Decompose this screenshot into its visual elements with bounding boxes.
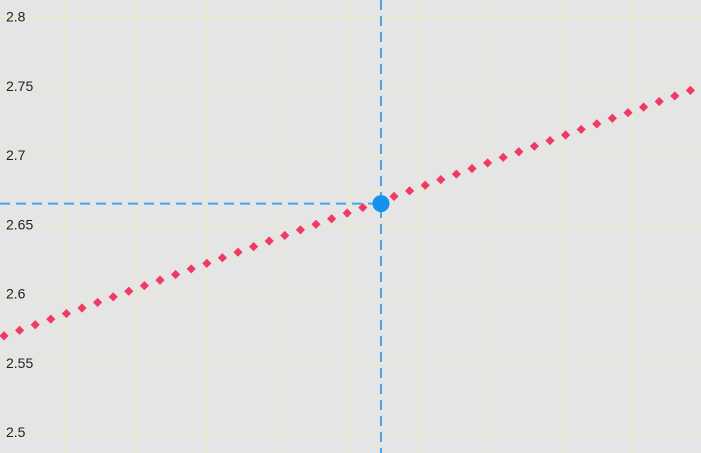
series-dot <box>529 141 539 151</box>
highlight-layer <box>372 195 390 213</box>
series-dot <box>451 169 461 179</box>
series-dot <box>467 163 477 174</box>
series-dot <box>77 303 87 313</box>
series-dot <box>420 180 430 190</box>
y-tick-label: 2.8 <box>6 9 26 25</box>
series-dot <box>46 314 56 324</box>
y-tick-label: 2.5 <box>6 424 26 440</box>
y-tick-label: 2.75 <box>6 78 33 94</box>
series-dot <box>15 325 25 335</box>
y-tick-label: 2.7 <box>6 147 26 163</box>
series-dot <box>545 135 555 146</box>
series-layer <box>0 85 695 341</box>
series-dot <box>576 124 586 135</box>
series-dot <box>592 119 602 129</box>
series-dot <box>389 191 399 201</box>
series-dot <box>295 225 305 235</box>
series-dot <box>264 236 274 246</box>
y-tick-label: 2.55 <box>6 355 33 371</box>
y-axis-tick-labels: 2.5 2.55 2.6 2.65 2.7 2.75 2.8 <box>6 9 33 441</box>
series-dot <box>155 275 165 285</box>
series-dot <box>233 247 243 257</box>
series-dot <box>342 208 352 218</box>
series-dot <box>249 242 259 252</box>
series-dot <box>405 186 415 196</box>
series-dot <box>217 253 227 263</box>
series-dot <box>639 102 649 112</box>
series-dot <box>124 286 134 296</box>
series-dot <box>358 202 368 213</box>
series-dot <box>139 281 149 291</box>
y-tick-label: 2.65 <box>6 216 33 232</box>
series-dot <box>108 292 118 302</box>
series-dot <box>607 113 617 123</box>
series-dot <box>670 91 680 101</box>
series-dot <box>61 308 71 319</box>
series-dot <box>280 230 290 241</box>
series-dot <box>202 258 212 268</box>
series-dot <box>186 264 196 274</box>
series-dot <box>93 297 103 308</box>
series-dot <box>685 85 695 95</box>
series-dot <box>436 175 446 185</box>
series-dot <box>498 152 508 162</box>
crosshair <box>0 0 382 453</box>
series-dot <box>327 214 337 224</box>
series-dot <box>483 158 493 168</box>
series-dot <box>311 219 321 229</box>
highlight-point[interactable] <box>372 195 390 213</box>
series-dot <box>514 147 524 157</box>
series-dot <box>30 320 40 330</box>
series-dot <box>623 108 633 118</box>
series-dot <box>171 269 181 280</box>
series-dot <box>654 96 664 107</box>
series-dot <box>0 331 9 341</box>
series-dot <box>561 130 571 140</box>
y-tick-label: 2.6 <box>6 286 26 302</box>
